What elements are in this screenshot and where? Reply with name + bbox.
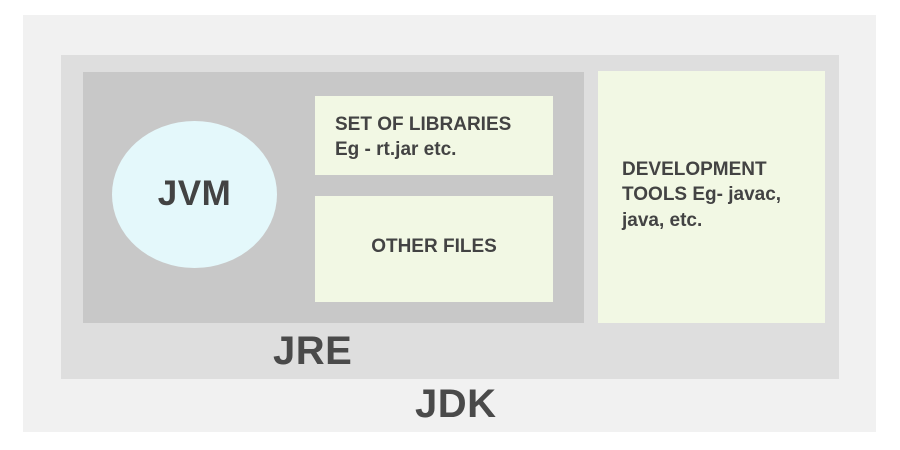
development-tools-panel: DEVELOPMENT TOOLS Eg- javac, java, etc. bbox=[598, 71, 825, 323]
jvm-and-libraries-container: JVM SET OF LIBRARIES Eg - rt.jar etc. OT… bbox=[83, 72, 584, 323]
jvm-label: JVM bbox=[157, 174, 232, 213]
other-files-panel: OTHER FILES bbox=[315, 196, 553, 302]
jdk-label: JDK bbox=[415, 382, 497, 426]
set-of-libraries-text: SET OF LIBRARIES Eg - rt.jar etc. bbox=[335, 114, 512, 161]
other-files-text: OTHER FILES bbox=[371, 236, 497, 258]
development-tools-text: DEVELOPMENT TOOLS Eg- javac, java, etc. bbox=[622, 159, 782, 231]
jre-label: JRE bbox=[273, 329, 353, 373]
jre-container: JVM SET OF LIBRARIES Eg - rt.jar etc. OT… bbox=[61, 55, 839, 379]
jdk-container: JVM SET OF LIBRARIES Eg - rt.jar etc. OT… bbox=[23, 15, 876, 432]
jvm-ellipse: JVM bbox=[112, 121, 277, 268]
set-of-libraries-panel: SET OF LIBRARIES Eg - rt.jar etc. bbox=[315, 96, 553, 175]
